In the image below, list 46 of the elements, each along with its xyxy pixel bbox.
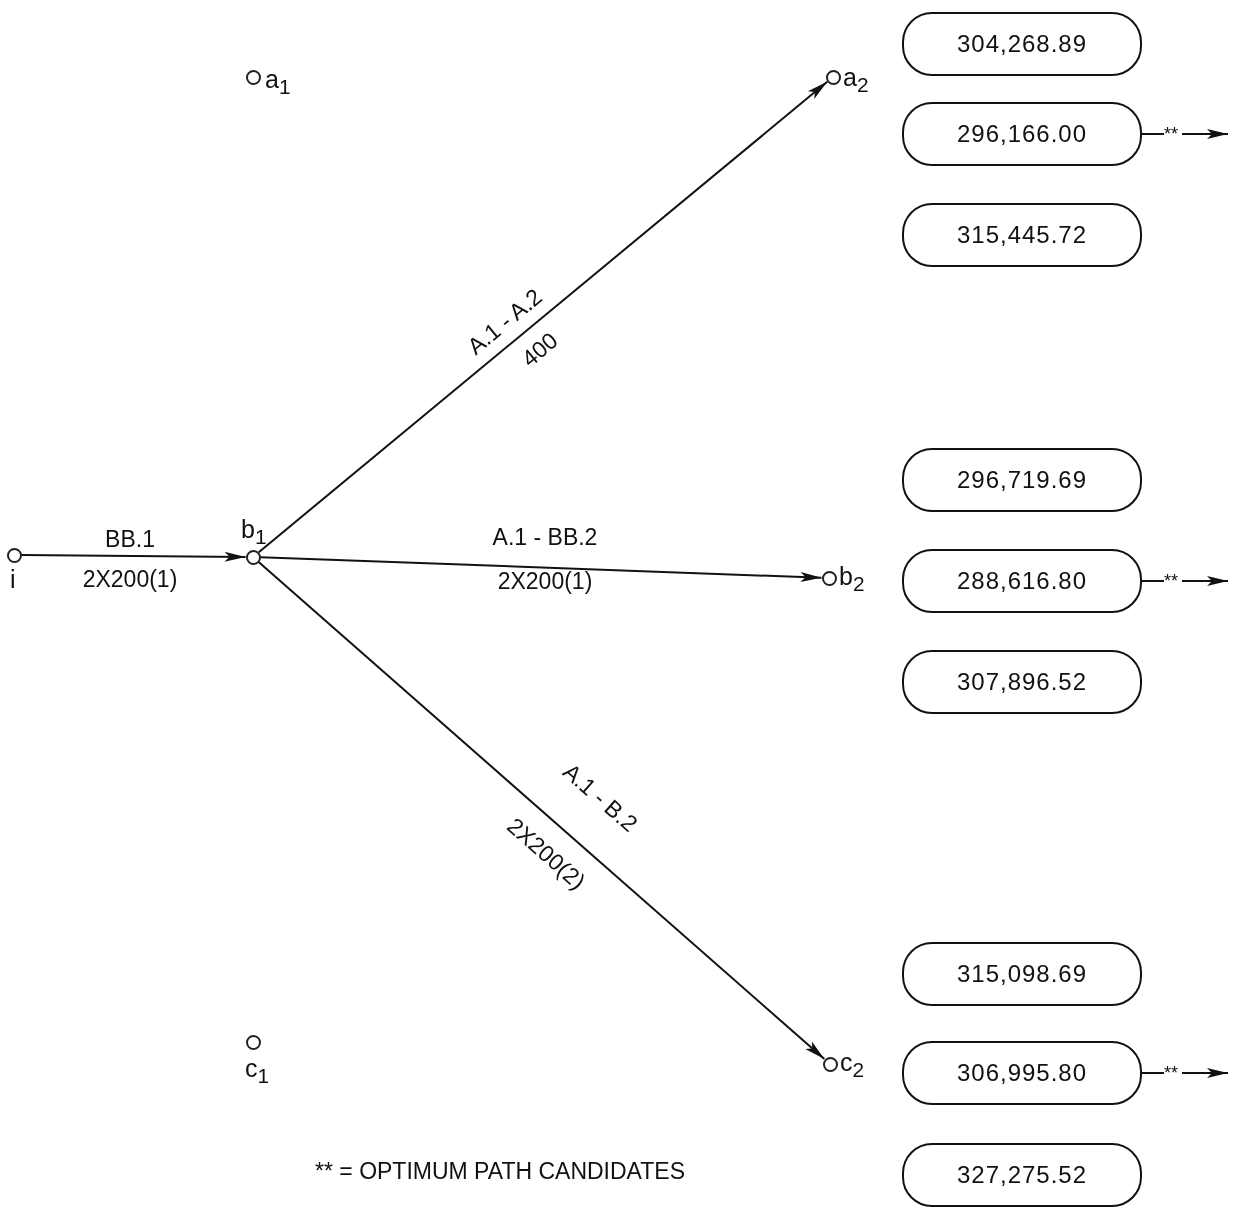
cost-value: 315,098.69 — [956, 960, 1088, 988]
cost-value: 306,995.80 — [956, 1059, 1088, 1087]
cost-pill — [902, 203, 1142, 267]
node-circle — [822, 1056, 838, 1072]
arrow — [1141, 129, 1229, 139]
edge-label: A.1 - BB.2 — [492, 525, 598, 551]
cost-value: 315,445.72 — [956, 221, 1088, 249]
node-circle — [245, 1034, 261, 1050]
legend-note: ** = OPTIMUM PATH CANDIDATES — [315, 1159, 685, 1185]
node-label: b$_{2}$ — [839, 564, 865, 595]
node-circle — [821, 570, 837, 586]
node-label: a$_{2}$ — [843, 65, 869, 96]
arrow — [257, 560, 826, 1061]
node-label: c$_{1}$ — [245, 1056, 270, 1087]
edge-value: 2X200(1) — [497, 569, 593, 595]
node-circle — [6, 547, 22, 563]
node-circle — [825, 69, 841, 85]
arrow — [259, 556, 823, 582]
node-label: a$_{1}$ — [265, 67, 291, 98]
edge-label: A.1 - B.2 — [558, 758, 642, 837]
cost-value: 307,896.52 — [956, 668, 1088, 696]
cost-value: 296,166.00 — [956, 120, 1088, 148]
cost-pill — [902, 1041, 1142, 1105]
cost-pill — [902, 12, 1142, 76]
cost-value: 304,268.89 — [956, 30, 1088, 58]
node-circle — [245, 69, 261, 85]
arrow — [1141, 1068, 1229, 1078]
arrow — [1141, 576, 1229, 586]
cost-pill — [902, 942, 1142, 1006]
node-label: i — [10, 567, 16, 592]
edge-value: 2X200(1) — [82, 567, 178, 593]
cost-value: 296,719.69 — [956, 466, 1088, 494]
cost-pill — [902, 102, 1142, 166]
cost-pill — [902, 650, 1142, 714]
cost-pill — [902, 549, 1142, 613]
arrow — [20, 551, 247, 562]
edge-label: BB.1 — [105, 527, 155, 553]
arrow — [257, 80, 829, 554]
node-label: c$_{2}$ — [840, 1050, 865, 1081]
cost-value: 288,616.80 — [956, 567, 1088, 595]
node-circle — [245, 549, 261, 565]
cost-value: 327,275.52 — [956, 1161, 1088, 1189]
node-label: b$_{1}$ — [241, 517, 267, 548]
cost-pill — [902, 1143, 1142, 1207]
edge-value: 400 — [517, 328, 563, 372]
cost-pill — [902, 448, 1142, 512]
